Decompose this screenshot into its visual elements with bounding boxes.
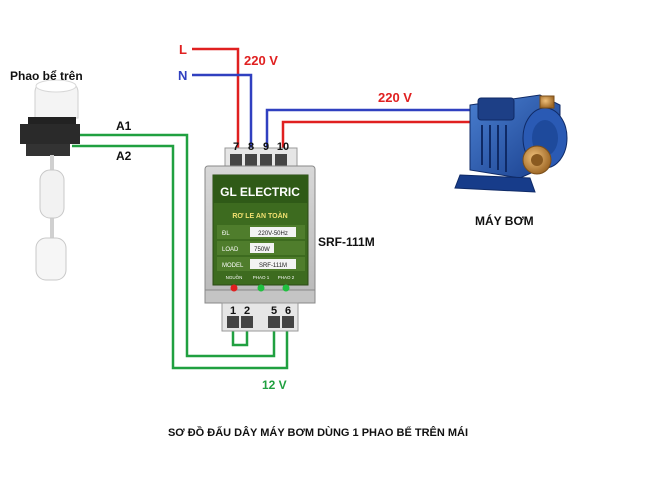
supply-voltage-label: 220 V <box>244 53 278 68</box>
relay-spec-key: ĐL <box>222 231 230 237</box>
jumper-1-2 <box>231 330 249 347</box>
float-wire-a2-label: A2 <box>116 149 132 163</box>
led-float-1 <box>257 284 265 292</box>
led-power <box>230 284 238 292</box>
relay-spec-value: 220V-50Hz <box>258 231 288 237</box>
pump-voltage-label: 220 V <box>378 90 412 105</box>
control-voltage-label: 12 V <box>262 378 287 392</box>
wire-live-pump <box>281 120 482 152</box>
relay-spec-key: MODEL <box>222 263 244 269</box>
led-label: NGUỒN <box>226 274 243 280</box>
relay-product: RƠ LE AN TOÀN <box>232 211 287 220</box>
terminal-number: 10 <box>277 141 289 153</box>
wire-float-a1 <box>72 133 276 358</box>
relay-spec-key: LOAD <box>222 247 239 253</box>
relay-spec-value: 750W <box>254 247 270 253</box>
relay-device <box>204 147 316 332</box>
float-wire-a1-label: A1 <box>116 119 132 133</box>
terminal-number: 8 <box>248 141 254 153</box>
terminal-number: 7 <box>233 141 239 153</box>
water-pump <box>454 94 568 193</box>
led-label: PHAO 1 <box>253 275 270 280</box>
pump-name-label: MÁY BƠM <box>475 213 534 228</box>
float-switch <box>20 79 80 281</box>
relay-brand: GL ELECTRIC <box>220 185 300 199</box>
float-title: Phao bể trên <box>10 69 83 83</box>
terminal-number: 6 <box>285 305 291 317</box>
terminal-number: 2 <box>244 305 250 317</box>
wire-neutral-pump <box>265 108 482 152</box>
led-label: PHAO 2 <box>278 275 295 280</box>
wire-neutral-supply <box>192 73 253 152</box>
led-float-2 <box>282 284 290 292</box>
wire-live-supply <box>192 47 240 152</box>
terminal-number: 9 <box>263 141 269 153</box>
wire-float-a2 <box>72 144 289 370</box>
line-n-label: N <box>178 68 187 83</box>
line-l-label: L <box>179 42 187 57</box>
terminal-number: 5 <box>271 305 277 317</box>
terminal-number: 1 <box>230 305 236 317</box>
relay-spec-value: SRF-111M <box>259 263 287 269</box>
device-model-label: SRF-111M <box>318 235 375 249</box>
diagram-caption: SƠ ĐỒ ĐẤU DÂY MÁY BƠM DÙNG 1 PHAO BỂ TRÊ… <box>168 426 468 439</box>
